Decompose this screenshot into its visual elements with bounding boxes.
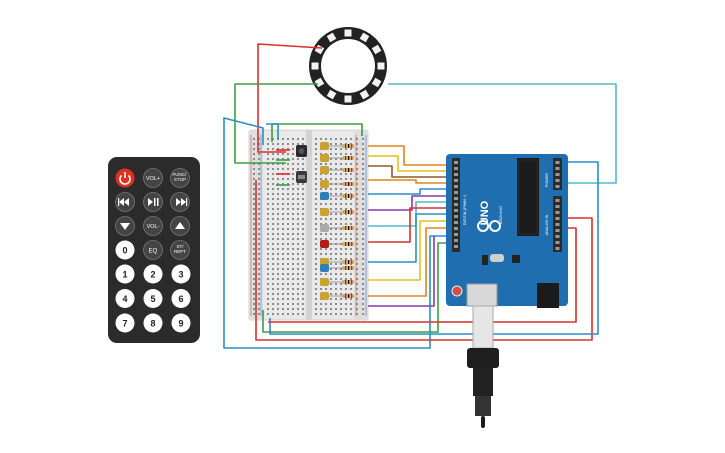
wire-blue-top2 <box>266 123 279 140</box>
key-4-label: 4 <box>122 294 127 304</box>
number-keypad: 1 2 3 4 5 6 7 8 9 <box>115 264 191 333</box>
wire-blue-top <box>223 117 446 349</box>
analog-label: ANALOG IN <box>545 214 549 235</box>
key-3-label: 3 <box>178 270 183 280</box>
led <box>320 264 329 272</box>
wire-green-top <box>271 123 363 142</box>
key-5-button[interactable] <box>143 289 163 308</box>
fast-forward-icon <box>176 198 188 206</box>
wires <box>223 43 617 349</box>
brand-text: UNO <box>479 200 491 225</box>
rewind-icon <box>118 198 129 206</box>
neopixel-led <box>311 62 319 70</box>
eq-button[interactable] <box>143 240 163 260</box>
st-rept-label: ST/REPT <box>174 244 186 254</box>
reset-button[interactable] <box>451 285 463 297</box>
key-8-label: 8 <box>150 319 155 329</box>
arduino-uno: UNO ARDUINO DIGITAL (PWM ~) POWER ANALOG… <box>446 154 568 308</box>
led-column <box>320 142 354 300</box>
key-5-label: 5 <box>150 294 155 304</box>
func-stop-label: FUNC/ STOP <box>172 172 187 182</box>
neopixel-ring <box>309 27 387 105</box>
key-9-label: 9 <box>178 319 183 329</box>
play-pause-icon <box>148 198 159 206</box>
st-rept-button[interactable] <box>170 240 190 260</box>
led <box>320 278 329 286</box>
led <box>320 142 329 150</box>
neopixel-led <box>326 89 337 100</box>
key-4-button[interactable] <box>115 289 135 308</box>
neopixel-led <box>377 62 385 70</box>
key-7-button[interactable] <box>115 313 135 333</box>
wire-red-mid <box>268 227 577 323</box>
zero-button[interactable] <box>115 240 135 260</box>
atmega-chip <box>517 158 539 236</box>
key-1-button[interactable] <box>115 264 135 284</box>
usb-port <box>466 283 498 307</box>
key-8-button[interactable] <box>143 313 163 333</box>
vol-up-label: VOL+ <box>146 176 160 182</box>
led <box>320 208 329 216</box>
func-stop-line1: FUNC/ <box>172 172 186 177</box>
arduino-logo <box>477 220 501 232</box>
usb-cable <box>467 305 499 428</box>
neopixel-led <box>371 44 382 55</box>
led <box>320 180 329 188</box>
wire-red-ring <box>257 43 323 153</box>
neopixel-led <box>359 32 370 43</box>
up-arrow-icon <box>175 222 185 229</box>
key-2-button[interactable] <box>143 264 163 284</box>
vol-down-button[interactable] <box>143 216 163 236</box>
led <box>320 224 329 232</box>
vol-up-button[interactable] <box>143 168 163 188</box>
power-label: POWER <box>545 173 549 188</box>
vol-down-label: VOL- <box>147 224 160 230</box>
neopixel-led <box>344 29 352 37</box>
key-6-label: 6 <box>178 294 183 304</box>
neopixel-led <box>359 89 370 100</box>
digital-label: DIGITAL (PWM ~) <box>463 194 467 225</box>
ir-remote[interactable]: VOL+ FUNC/ STOP VOL- 0 EQ ST/ <box>108 157 200 343</box>
power-jack <box>537 283 559 308</box>
led <box>320 240 329 248</box>
led <box>320 292 329 300</box>
func-stop-line2: STOP <box>174 177 186 182</box>
wire-cyan-ring <box>388 83 617 184</box>
down-arrow-icon <box>120 223 130 230</box>
neopixel-led <box>371 77 382 88</box>
neopixel-led <box>326 32 337 43</box>
key-9-button[interactable] <box>171 313 191 333</box>
led <box>320 154 329 162</box>
power-icon <box>119 172 131 185</box>
key-3-button[interactable] <box>171 264 191 284</box>
wire-blue-right <box>269 161 599 335</box>
zero-label: 0 <box>122 246 127 256</box>
eq-label: EQ <box>149 249 158 255</box>
neopixel-led <box>314 77 325 88</box>
wire-red-bottom <box>255 180 593 341</box>
func-stop-button[interactable] <box>170 168 190 188</box>
key-1-label: 1 <box>122 270 127 280</box>
wire-green-ring <box>234 83 318 164</box>
led <box>320 192 329 200</box>
led <box>320 166 329 174</box>
key-2-label: 2 <box>150 270 155 280</box>
sub-text: ARDUINO <box>498 206 503 224</box>
neopixel-led <box>344 95 352 103</box>
key-6-button[interactable] <box>171 289 191 308</box>
key-7-label: 7 <box>122 319 127 329</box>
wire-green-bottom <box>262 242 446 333</box>
